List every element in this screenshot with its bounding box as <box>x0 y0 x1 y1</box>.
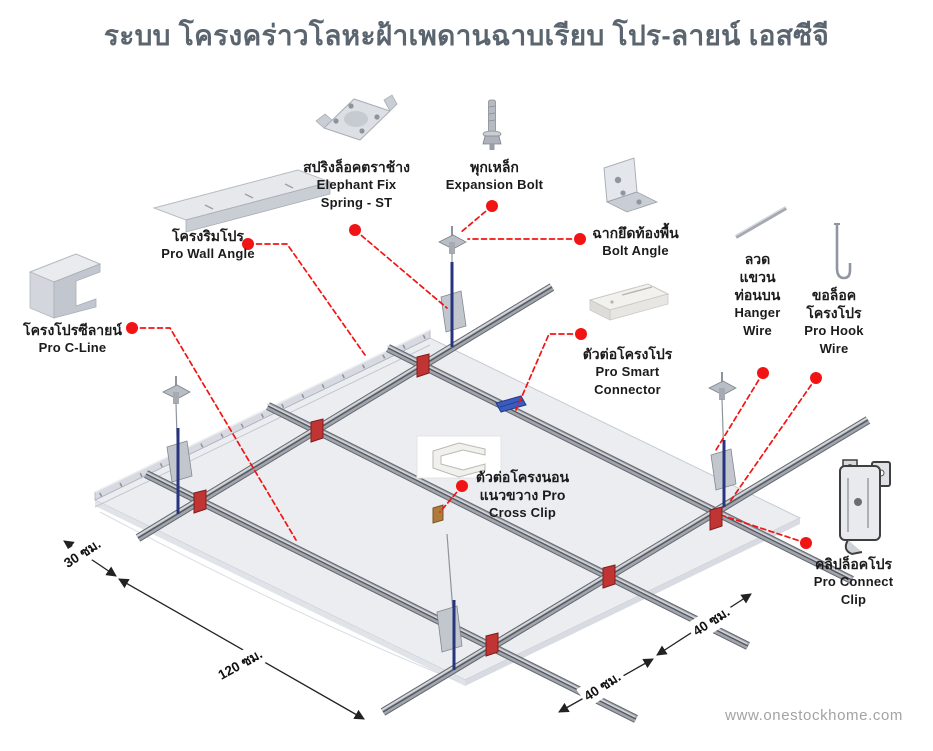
label-pro-smart-connector: ตัวต่อโครงโปร Pro Smart Connector <box>582 346 673 397</box>
hanger-assembly <box>162 376 193 514</box>
label-hanger-wire: ลวด แขวน ท่อนบน Hanger Wire <box>734 251 781 338</box>
leader-line <box>131 205 817 544</box>
watermark: www.onestockhome.com <box>725 707 903 724</box>
label-elephant-fix-spring: สปริงล็อคตราช้าง Elephant Fix Spring - S… <box>303 159 410 210</box>
label-pro-wall-angle: โครงริมโปร Pro Wall Angle <box>161 228 255 261</box>
hanger-assembly <box>708 372 737 507</box>
label-pro-c-line: โครงโปรซีลายน์ Pro C-Line <box>23 322 122 355</box>
pro-hook-wire-image <box>834 223 852 280</box>
pro-cross-clip-image <box>416 435 502 479</box>
expansion-bolt-image <box>482 99 502 150</box>
hanger-wire-image <box>734 206 788 239</box>
pro-c-line-image <box>28 253 102 319</box>
cross-rail <box>144 470 638 723</box>
pro-smart-connector-image <box>588 283 670 321</box>
page-title: ระบบ โครงคร่าวโลหะฝ้าเพดานฉาบเรียบ โปร-ล… <box>103 20 830 51</box>
pro-wall-angle-image <box>152 169 332 233</box>
cross-clip-on-rail <box>432 504 444 524</box>
label-pro-hook-wire: ขอล็อค โครงโปร Pro Hook Wire <box>804 287 864 356</box>
label-expansion-bolt: พุกเหล็ก Expansion Bolt <box>445 159 544 192</box>
label-pro-cross-clip: ตัวต่อโครงนอน แนวขวาง Pro Cross Clip <box>475 469 570 520</box>
hanger-assembly <box>436 533 463 670</box>
pro-connect-clip-image <box>839 459 891 556</box>
label-pro-connect-clip: คลิปล็อคโปร Pro Connect Clip <box>813 556 894 607</box>
hanger-assembly <box>438 226 467 347</box>
cross-rail <box>386 344 854 584</box>
connect-clip <box>193 353 723 657</box>
main-runner-rail <box>380 416 871 716</box>
label-bolt-angle: ฉากยึดท้องพื้น Bolt Angle <box>592 225 679 258</box>
bolt-angle-image <box>603 157 659 213</box>
elephant-fix-spring-image <box>315 94 398 141</box>
leader-dot <box>126 200 822 549</box>
